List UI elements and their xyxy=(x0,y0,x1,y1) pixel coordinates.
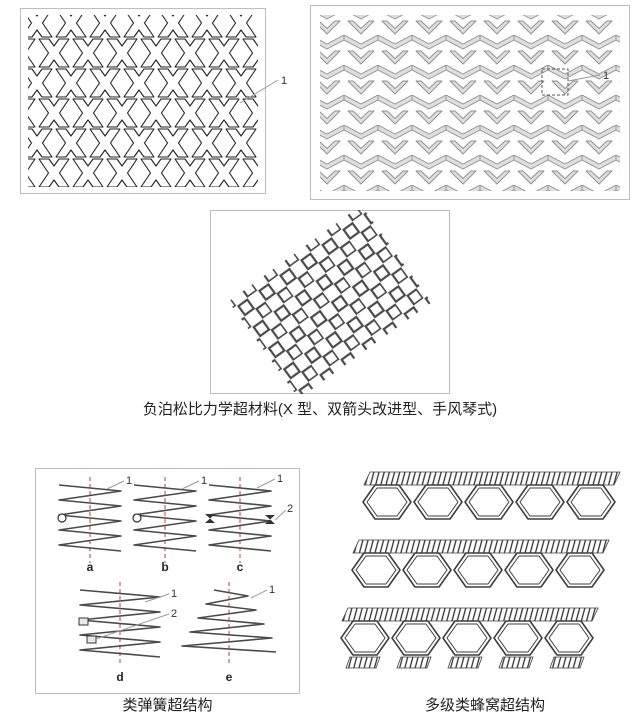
panel-x-type: 1 xyxy=(20,8,300,196)
annotation-1: 1 xyxy=(603,70,609,82)
caption-honeycomb: 多级类蜂窝超结构 xyxy=(424,697,545,714)
spring-e: 1 e xyxy=(181,582,277,684)
accordion-pattern-fill xyxy=(228,210,432,394)
annotation-1: 1 xyxy=(281,75,287,87)
spring-a: 1 a xyxy=(57,475,132,574)
honeycomb-feet xyxy=(345,656,585,669)
wire-section-marker xyxy=(132,513,142,523)
x-pattern-fill xyxy=(28,15,258,187)
caption-main: 负泊松比力学超材料(X 型、双箭头改进型、手风琴式) xyxy=(142,401,498,418)
panel-border xyxy=(35,468,300,694)
panel-border xyxy=(20,8,266,194)
sub-label-a: a xyxy=(87,560,94,574)
unit-cell-marker xyxy=(541,68,569,96)
panel-accordion xyxy=(210,210,450,394)
sub-label-d: d xyxy=(116,670,123,684)
spring-d: 1 2 d xyxy=(78,582,177,684)
clamp-marker xyxy=(78,617,89,626)
sub-label-e: e xyxy=(226,670,233,684)
sub-label-b: b xyxy=(161,560,168,574)
accordion-figure xyxy=(210,210,450,394)
honeycomb-row-1 xyxy=(363,472,620,519)
panel-springs: 1 a 1 b 1 2 c xyxy=(35,468,300,694)
spring-c: 1 2 c xyxy=(205,473,293,574)
annotation-2: 2 xyxy=(171,608,177,620)
honeycomb-row-3 xyxy=(341,608,598,655)
annotation-1: 1 xyxy=(126,475,132,487)
honeycomb-row-2 xyxy=(352,540,609,587)
annotation-1: 1 xyxy=(269,584,275,596)
honeycomb-figure xyxy=(340,468,630,669)
panel-double-arrow: 1 xyxy=(310,5,630,201)
panel-border xyxy=(210,210,450,394)
x-pattern-figure: 1 xyxy=(20,8,287,194)
annotation-2: 2 xyxy=(287,503,293,515)
panel-border xyxy=(310,5,630,200)
wire-section-marker xyxy=(57,513,67,523)
bowtie-marker xyxy=(265,515,275,524)
springs-figure: 1 a 1 b 1 2 c xyxy=(35,468,300,694)
caption-spring: 类弹簧超结构 xyxy=(122,697,213,714)
clamp-marker xyxy=(86,635,97,644)
panel-honeycomb xyxy=(340,468,630,690)
bowtie-marker xyxy=(205,514,215,523)
sub-label-c: c xyxy=(237,560,244,574)
annotation-1: 1 xyxy=(171,588,177,600)
spring-b: 1 b xyxy=(132,475,207,574)
annotation-1: 1 xyxy=(201,475,207,487)
double-arrow-fill xyxy=(320,15,620,191)
leader-line xyxy=(239,79,279,104)
double-arrow-figure: 1 xyxy=(310,5,630,200)
annotation-1: 1 xyxy=(277,473,283,485)
leader-line xyxy=(567,74,601,82)
